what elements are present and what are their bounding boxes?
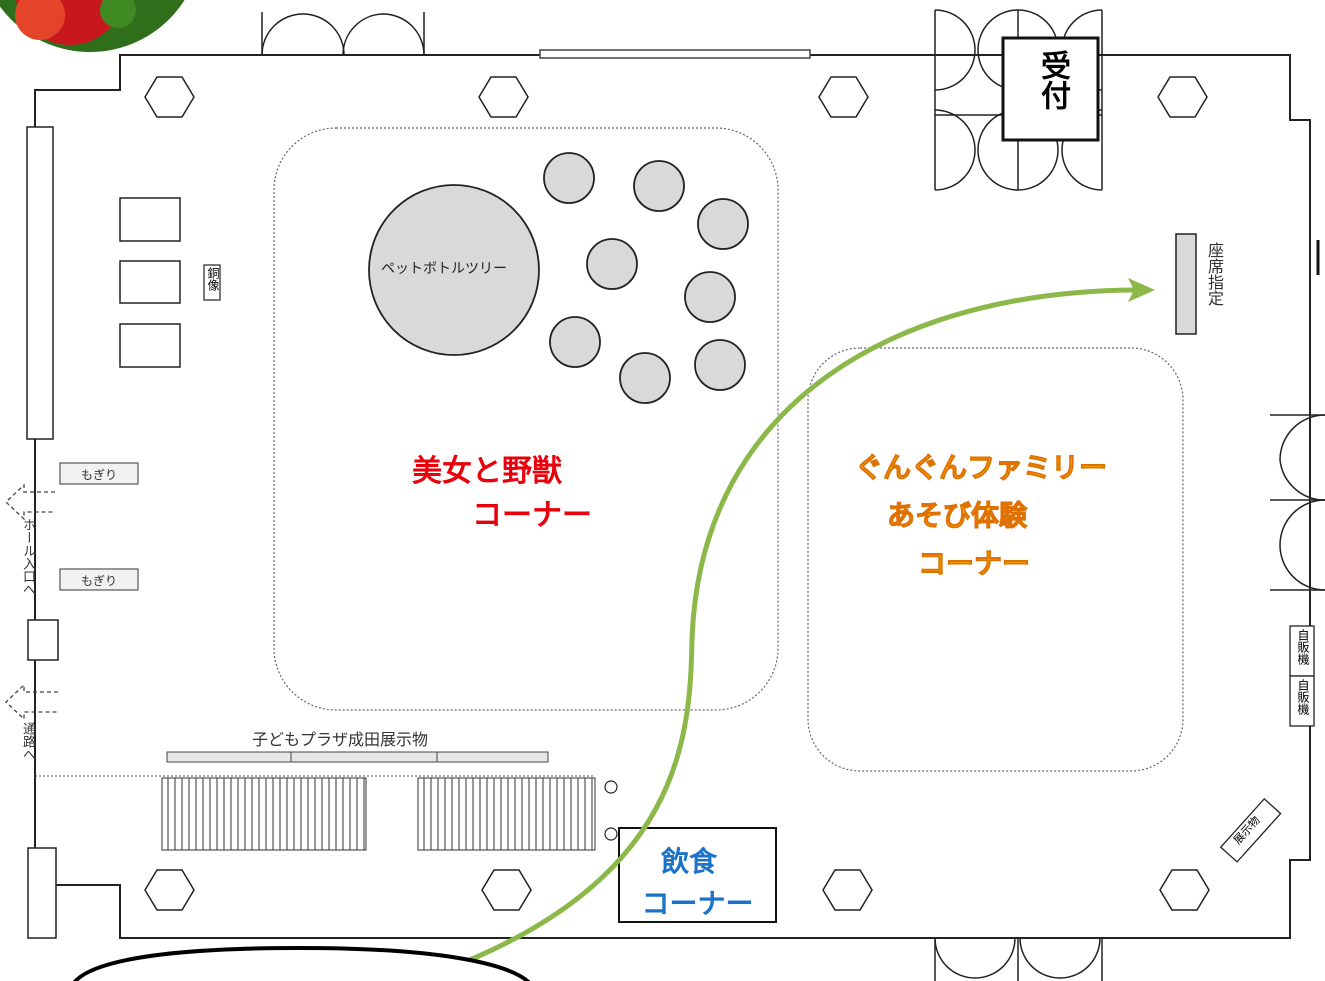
vending-label-1: 自販機 — [1296, 629, 1310, 665]
hall-entrance-arrow — [5, 483, 55, 521]
seat-assignment-label: 座席指定 — [1205, 242, 1224, 306]
table-circle — [586, 238, 638, 290]
table-circle — [619, 352, 671, 404]
pillar — [144, 869, 195, 911]
vending-machine-box — [1289, 675, 1315, 727]
to-hall-label: ホール入口へ — [20, 518, 35, 596]
rail-block — [417, 777, 596, 851]
beauty-beast-title-2: コーナー — [472, 498, 592, 533]
left-bottom-box — [27, 847, 57, 939]
window — [539, 49, 811, 59]
pillar — [481, 869, 532, 911]
post — [604, 780, 618, 794]
left-squares — [119, 197, 181, 368]
pillars — [144, 76, 1210, 911]
pillar — [822, 869, 873, 911]
beauty-beast-title-1: 美女と野獣 — [412, 454, 562, 489]
rails — [161, 777, 596, 851]
pillar — [144, 76, 195, 118]
bottom-doors — [934, 937, 1103, 981]
route-arrow — [444, 278, 1155, 973]
pet-bottle-tree-label: ペットボトルツリー — [381, 261, 507, 277]
ticket-gate-1 — [59, 462, 139, 485]
pillar — [818, 76, 869, 118]
to-passage-label: 通路へ — [20, 722, 35, 761]
passage-arrow — [5, 683, 58, 721]
beauty-beast-area — [273, 127, 779, 711]
bronze-statue-label: 銅像 — [206, 267, 220, 291]
table-circle — [543, 152, 595, 204]
tables — [368, 152, 749, 404]
family-title-1: ぐんぐんファミリー — [854, 451, 1108, 485]
table-circle — [549, 316, 601, 368]
left-partition — [26, 126, 54, 440]
kids-plaza-exhibit — [166, 751, 549, 763]
pet-bottle-tree-circle — [368, 184, 540, 356]
table-circle — [694, 339, 746, 391]
outer-wall — [34, 54, 1311, 939]
speech-bubble — [73, 945, 531, 981]
ticket-label-1: もぎり — [80, 468, 117, 482]
seat-board — [1175, 233, 1197, 335]
family-title-3: コーナー — [917, 547, 1031, 581]
post — [604, 827, 618, 841]
food-corner-box — [618, 827, 777, 923]
top-doors — [261, 12, 425, 56]
pillar — [478, 76, 529, 118]
reception-label: 受付 — [1035, 50, 1070, 110]
table-circle — [684, 271, 736, 323]
table-circle — [697, 198, 749, 250]
pillar — [1157, 76, 1208, 118]
food-title-2: コーナー — [641, 887, 754, 920]
rail-block — [161, 777, 367, 851]
table-circle — [633, 160, 685, 212]
vending-machine-box — [1289, 625, 1315, 677]
family-area — [807, 347, 1184, 772]
food-title-1: 飲食 — [660, 845, 717, 878]
pillar — [1159, 869, 1210, 911]
flower-image — [0, 0, 185, 52]
reception-box — [1001, 36, 1100, 142]
right-doors — [1270, 414, 1325, 591]
vending-label-2: 自販機 — [1296, 679, 1310, 715]
family-title-2: あそび体験 — [886, 499, 1028, 533]
kids-plaza-label: 子どもプラザ成田展示物 — [252, 730, 429, 749]
left-pillar-box — [27, 619, 59, 661]
ticket-label-2: もぎり — [80, 574, 117, 588]
bronze-statue-box — [203, 264, 221, 301]
ticket-gate-2 — [59, 568, 139, 591]
exhibit-box — [1219, 797, 1282, 863]
